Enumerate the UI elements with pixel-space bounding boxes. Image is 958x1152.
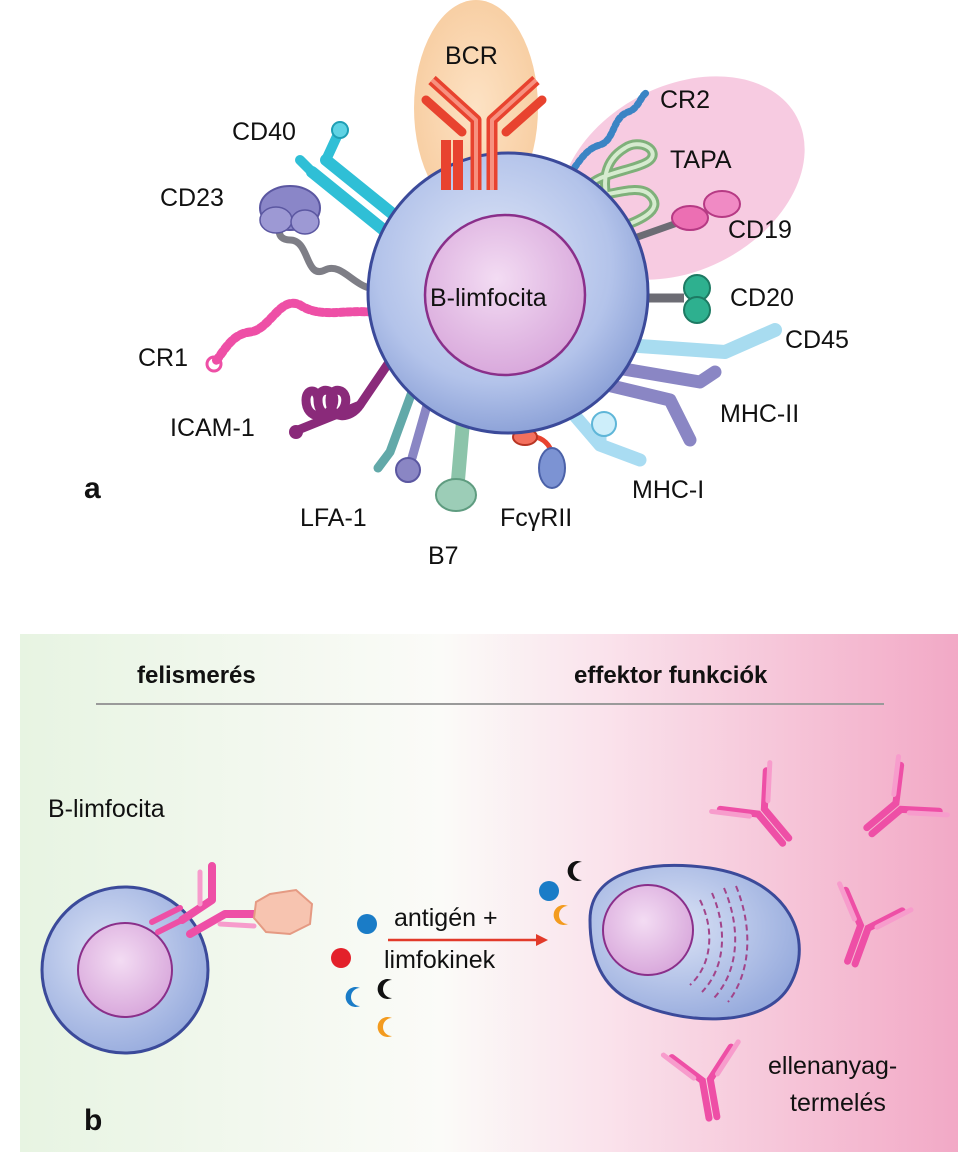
cd45-receptor — [618, 323, 782, 359]
cell-label-b: B-limfocita — [48, 795, 165, 823]
heading-effector: effektor funkciók — [574, 662, 768, 689]
label-fcgr2: FcγRII — [500, 504, 572, 532]
signal-crescent-black — [377, 978, 392, 999]
signal-dot-red — [331, 948, 351, 968]
heading-recognition: felismerés — [137, 662, 256, 689]
bcr-receptor — [421, 75, 547, 190]
label-cd40: CD40 — [232, 118, 296, 146]
cr1-receptor — [205, 298, 377, 373]
plasma-cell-nucleus — [602, 884, 694, 976]
mhc2-receptor — [588, 358, 722, 447]
cd23-receptor — [259, 185, 389, 292]
label-mhc2: MHC-II — [720, 400, 799, 428]
panel-letter-a: a — [84, 472, 101, 505]
b-cell-nucleus — [423, 213, 587, 377]
endoplasmic-reticulum — [689, 885, 749, 1003]
resting-b-cell-nucleus — [77, 922, 173, 1018]
label-icam1: ICAM-1 — [170, 414, 255, 442]
cr2-receptor — [554, 88, 652, 188]
mhc1-receptor — [563, 403, 647, 467]
signal-dot-blue — [357, 914, 377, 934]
label-cd19: CD19 — [728, 216, 792, 244]
output-label-line2: termelés — [790, 1089, 886, 1117]
label-tapa: TAPA — [670, 146, 732, 174]
process-arrow-head — [536, 934, 548, 946]
panel-a: BCR CR2 TAPA CD19 CD40 CD23 CD20 CD45 CR… — [84, 0, 849, 570]
label-lfa1: LFA-1 — [300, 504, 367, 532]
panel-b-background — [20, 634, 958, 1152]
cell-label-a: B-limfocita — [430, 284, 547, 312]
signal-dot-blue-2 — [539, 881, 559, 901]
label-cd45: CD45 — [785, 326, 849, 354]
arrow-label-line1: antigén + — [394, 904, 498, 932]
panel-b: felismerés effektor funkciók B-limfocita… — [20, 634, 958, 1152]
label-cr1: CR1 — [138, 344, 188, 372]
output-label-line1: ellenanyag- — [768, 1052, 897, 1080]
panel-letter-b: b — [84, 1104, 102, 1137]
signal-crescent-orange — [377, 1016, 392, 1037]
label-cr2: CR2 — [660, 86, 710, 114]
label-cd20: CD20 — [730, 284, 794, 312]
label-bcr: BCR — [445, 42, 498, 70]
antigen-octagon — [252, 888, 314, 936]
icam1-receptor — [289, 347, 401, 439]
label-mhc1: MHC-I — [632, 476, 704, 504]
fcgr2-receptor — [503, 423, 566, 489]
signal-crescent-blue — [345, 987, 360, 1008]
bcr-antigen-complex — [149, 862, 314, 938]
label-cd23: CD23 — [160, 184, 224, 212]
signal-crescent-black-2 — [567, 861, 582, 882]
label-b7: B7 — [428, 542, 459, 570]
tapa-receptor — [584, 139, 660, 237]
arrow-label-line2: limfokinek — [384, 946, 496, 974]
signal-crescent-orange-2 — [553, 905, 568, 926]
